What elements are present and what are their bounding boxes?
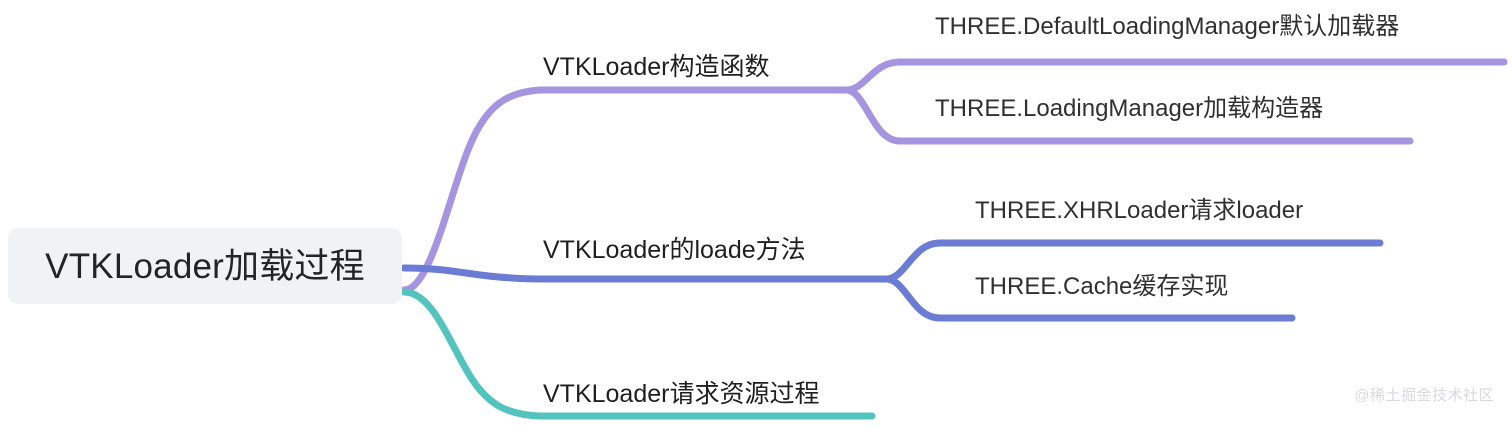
mindmap-branch-label-3: VTKLoader请求资源过程 xyxy=(543,380,820,408)
mindmap-leaf-node-xhr-loader[interactable]: THREE.XHRLoader请求loader xyxy=(975,199,1303,223)
mindmap-branch-node-2[interactable]: VTKLoader的loade方法 xyxy=(543,238,806,263)
mindmap-leaf-label-cache: THREE.Cache缓存实现 xyxy=(975,273,1229,300)
mindmap-root-label: VTKLoader加载过程 xyxy=(45,246,365,286)
mindmap-leaf-node-loading-manager[interactable]: THREE.LoadingManager加载构造器 xyxy=(935,97,1323,121)
mindmap-leaf-label-loading-manager: THREE.LoadingManager加载构造器 xyxy=(935,95,1324,122)
mindmap-branch-node-3[interactable]: VTKLoader请求资源过程 xyxy=(543,382,819,407)
edge-branch-1-child-0 xyxy=(842,58,1508,94)
mindmap-leaf-node-cache[interactable]: THREE.Cache缓存实现 xyxy=(975,275,1228,299)
mindmap-root-node[interactable]: VTKLoader加载过程 xyxy=(8,228,402,304)
mindmap-branch-label-2: VTKLoader的loade方法 xyxy=(543,236,806,264)
edge-root-to-branch-2 xyxy=(400,264,890,283)
mindmap-leaf-label-default-loading-manager: THREE.DefaultLoadingManager默认加载器 xyxy=(935,13,1400,40)
mindmap-branch-node-1[interactable]: VTKLoader构造函数 xyxy=(543,55,769,80)
watermark: @稀土掘金技术社区 xyxy=(1354,387,1494,404)
mindmap-leaf-node-default-loading-manager[interactable]: THREE.DefaultLoadingManager默认加载器 xyxy=(935,15,1399,39)
mindmap-leaf-label-xhr-loader: THREE.XHRLoader请求loader xyxy=(975,197,1304,224)
mindmap-branch-label-1: VTKLoader构造函数 xyxy=(543,53,770,81)
